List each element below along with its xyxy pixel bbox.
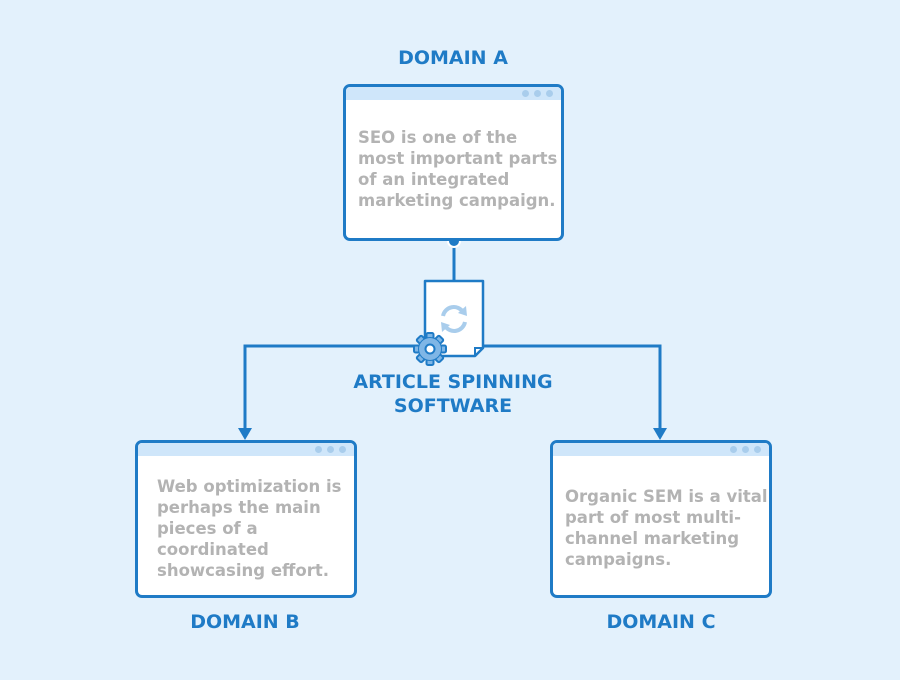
center-label-line1: ARTICLE SPINNING xyxy=(353,371,553,393)
refresh-icon xyxy=(441,305,467,333)
window-dots-icon xyxy=(315,446,346,453)
domain-a-window: SEO is one of the most important parts o… xyxy=(343,84,564,241)
window-titlebar xyxy=(138,443,354,456)
window-dots-icon xyxy=(730,446,761,453)
domain-b-window: Web optimization is perhaps the main pie… xyxy=(135,440,357,598)
center-label: ARTICLE SPINNING SOFTWARE xyxy=(323,370,583,418)
window-titlebar xyxy=(553,443,769,456)
domain-c-text: Organic SEM is a vital part of most mult… xyxy=(565,487,768,569)
window-titlebar xyxy=(346,87,561,100)
arrow-b-icon xyxy=(238,428,252,440)
domain-a-label: DOMAIN A xyxy=(398,47,508,69)
arrow-c-icon xyxy=(653,428,667,440)
domain-a-text: SEO is one of the most important parts o… xyxy=(358,128,558,210)
domain-b-text: Web optimization is perhaps the main pie… xyxy=(157,477,342,580)
center-label-line2: SOFTWARE xyxy=(393,395,513,417)
domain-b-label: DOMAIN B xyxy=(190,611,300,633)
domain-c-label: DOMAIN C xyxy=(606,611,716,633)
gear-icon xyxy=(413,332,447,366)
domain-c-window: Organic SEM is a vital part of most mult… xyxy=(550,440,772,598)
window-dots-icon xyxy=(522,90,553,97)
